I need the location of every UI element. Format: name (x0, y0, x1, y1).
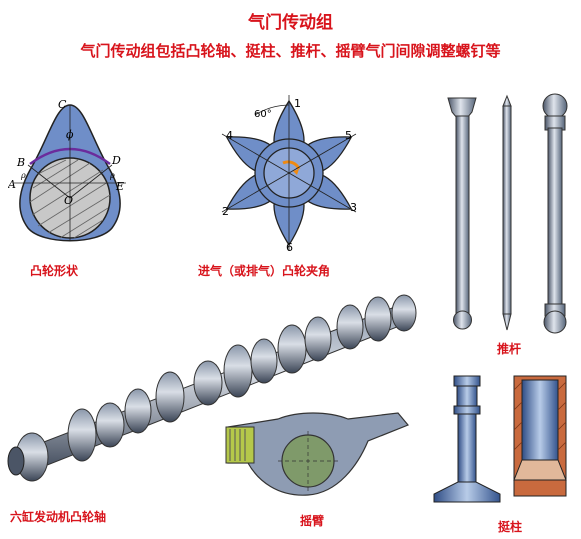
tappet-illustration (433, 375, 567, 503)
caption-cam-angle: 进气（或排气）凸轮夹角 (198, 264, 331, 278)
label-4: 4 (226, 129, 233, 142)
page-subtitle: 气门传动组包括凸轮轴、挺柱、推杆、摇臂气门间隙调整螺钉等 (80, 42, 501, 60)
label-1: 1 (294, 97, 301, 110)
label-e: E (115, 180, 124, 193)
cam-shape-diagram: C ϕ B D A E O ρ ρ (8, 100, 126, 242)
rocker-arm-illustration (225, 412, 409, 496)
label-rho1: ρ (20, 171, 26, 180)
page-title: 气门传动组 (248, 13, 333, 33)
label-phi: ϕ (66, 128, 74, 141)
tappet-left (433, 375, 501, 503)
tappet-right-section (513, 375, 567, 497)
label-5: 5 (345, 129, 352, 142)
caption-pushrod: 推杆 (497, 342, 522, 356)
caption-cam-shape: 凸轮形状 (30, 264, 79, 278)
label-6: 6 (286, 241, 293, 254)
label-d: D (111, 154, 121, 167)
camshaft-end (7, 446, 25, 476)
cam-lobes (221, 95, 357, 251)
caption-rocker: 摇臂 (300, 514, 325, 528)
label-3: 3 (350, 201, 357, 214)
label-o: O (64, 194, 73, 207)
caption-tappet: 挺柱 (498, 520, 523, 534)
label-2: 2 (222, 205, 229, 218)
camshaft-illustration (7, 294, 417, 482)
cam-lobes-row (15, 294, 417, 482)
label-b: B (16, 156, 25, 169)
label-rho2: ρ (109, 171, 115, 180)
label-60deg: 60° (254, 109, 272, 120)
pushrod-left (447, 97, 477, 330)
pushrod-right (542, 93, 568, 334)
pushrod-illustration (447, 93, 568, 334)
caption-camshaft: 六缸发动机凸轮轴 (10, 510, 107, 524)
label-c: C (58, 100, 67, 111)
cam-angle-diagram: 60° 1 4 5 2 3 6 (221, 95, 357, 254)
center-line-d (69, 164, 113, 199)
center-line-b (27, 164, 71, 199)
hatch-lines (29, 159, 111, 239)
pushrod-middle (502, 94, 512, 331)
label-a: A (8, 178, 16, 191)
screw-threads (229, 429, 246, 461)
